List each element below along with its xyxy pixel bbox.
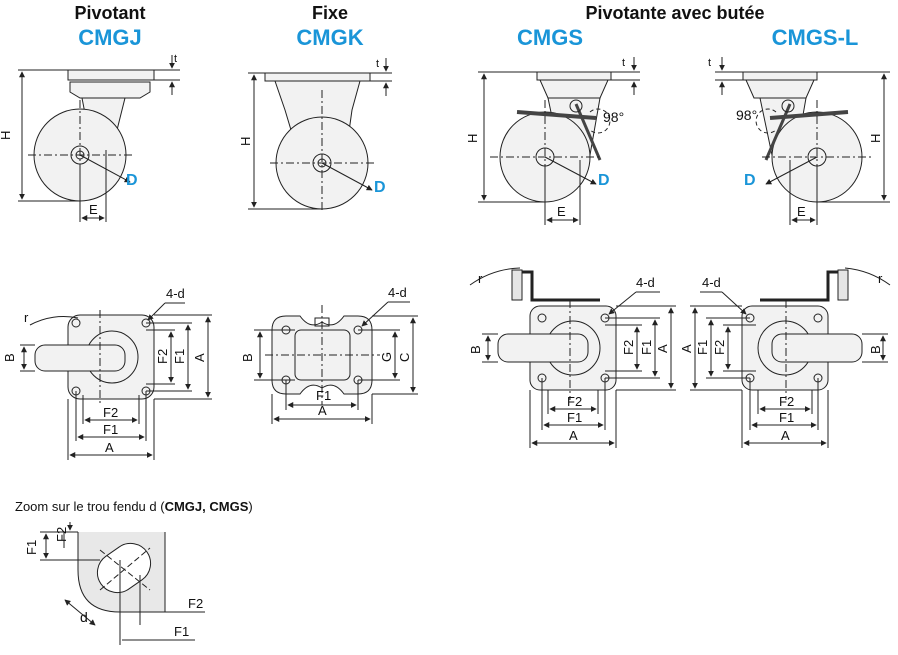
label-cmgs-l-4d: 4-d <box>702 275 721 290</box>
label-cmgj-e: E <box>89 202 98 217</box>
label-cmgj-f1-v: F1 <box>172 349 187 364</box>
label-cmgs-l-f2-h: F2 <box>779 394 794 409</box>
label-cmgj-f2-v: F2 <box>155 349 170 364</box>
code-cmgs-l: CMGS-L <box>771 25 859 50</box>
label-cmgj-b: B <box>2 353 17 362</box>
label-cmgs-4d: 4-d <box>636 275 655 290</box>
zoom-caption-models: CMGJ, CMGS <box>164 499 249 514</box>
label-cmgs-l-a-h: A <box>781 428 790 443</box>
label-cmgk-f1: F1 <box>316 388 331 403</box>
label-cmgs-a-v: A <box>655 344 670 353</box>
label-cmgs-f2-h: F2 <box>567 394 582 409</box>
label-cmgs-h: H <box>465 134 480 143</box>
label-cmgs-f2-v: F2 <box>621 340 636 355</box>
label-cmgk-a: A <box>318 403 327 418</box>
label-cmgs-d: D <box>598 172 610 189</box>
label-cmgj-t: t <box>174 53 177 65</box>
cmgj-top-view <box>20 302 212 460</box>
header-butee: Pivotante avec butée <box>585 3 765 23</box>
cmgs-side-view <box>478 57 640 225</box>
zoom-caption-suffix: ) <box>248 499 253 514</box>
label-cmgs-f1-h: F1 <box>567 410 582 425</box>
label-cmgs-f1-v: F1 <box>639 340 654 355</box>
label-cmgj-r: r <box>24 310 29 325</box>
label-cmgj-a-v: A <box>192 353 207 362</box>
zoom-caption-prefix: Zoom sur le trou fendu d ( <box>15 499 165 514</box>
label-zoom-f2-v: F2 <box>54 527 69 542</box>
label-cmgs-l-r: r <box>878 271 883 286</box>
label-cmgk-d: D <box>374 179 386 196</box>
label-cmgs-angle: 98° <box>603 109 624 125</box>
cmgk-top-view <box>254 301 418 424</box>
label-cmgs-l-d: D <box>744 172 756 189</box>
label-cmgs-l-f1-h: F1 <box>779 410 794 425</box>
code-cmgj: CMGJ <box>78 25 142 50</box>
cmgk-side-view <box>248 58 392 212</box>
label-cmgs-l-e: E <box>797 204 806 219</box>
label-cmgs-l-t: t <box>708 57 711 69</box>
label-cmgs-l-h: H <box>868 134 883 143</box>
label-cmgj-f2-h: F2 <box>103 405 118 420</box>
label-cmgs-e: E <box>557 204 566 219</box>
label-cmgs-l-angle: 98° <box>736 107 757 123</box>
label-zoom-f1-v: F1 <box>24 540 39 555</box>
label-cmgk-b: B <box>240 353 255 362</box>
label-cmgs-l-f1-v: F1 <box>695 340 710 355</box>
label-cmgj-h: H <box>0 131 13 140</box>
label-cmgj-4d: 4-d <box>166 286 185 301</box>
label-zoom-f2-h: F2 <box>188 596 203 611</box>
label-cmgs-r: r <box>478 271 483 286</box>
label-cmgj-d: D <box>126 172 138 189</box>
label-cmgk-t: t <box>376 58 379 70</box>
label-cmgk-h: H <box>238 137 253 146</box>
header-fixe: Fixe <box>311 3 349 23</box>
label-zoom-f1-h: F1 <box>174 624 189 639</box>
zoom-slot-detail <box>40 522 205 645</box>
label-cmgs-l-b: B <box>868 345 883 354</box>
cmgs-l-side-view <box>715 57 890 225</box>
zoom-caption: Zoom sur le trou fendu d (CMGJ, CMGS) <box>15 499 253 514</box>
label-cmgs-l-a-v: A <box>679 344 694 353</box>
label-zoom-d: d <box>80 609 88 625</box>
code-cmgs: CMGS <box>517 25 583 50</box>
label-cmgs-b: B <box>468 345 483 354</box>
label-cmgk-4d: 4-d <box>388 285 407 300</box>
header-pivotant: Pivotant <box>74 3 146 23</box>
label-cmgs-l-f2-v: F2 <box>712 340 727 355</box>
cmgj-side-view <box>18 55 180 222</box>
label-cmgj-a-h: A <box>105 440 114 455</box>
code-cmgk: CMGK <box>296 25 364 50</box>
cmgs-l-top-view <box>690 267 891 448</box>
label-cmgs-a-h: A <box>569 428 578 443</box>
label-cmgk-g: G <box>379 352 394 362</box>
cmgs-top-view <box>469 267 676 448</box>
label-cmgk-c: C <box>397 353 412 362</box>
label-cmgs-t: t <box>622 57 625 69</box>
label-cmgj-f1-h: F1 <box>103 422 118 437</box>
